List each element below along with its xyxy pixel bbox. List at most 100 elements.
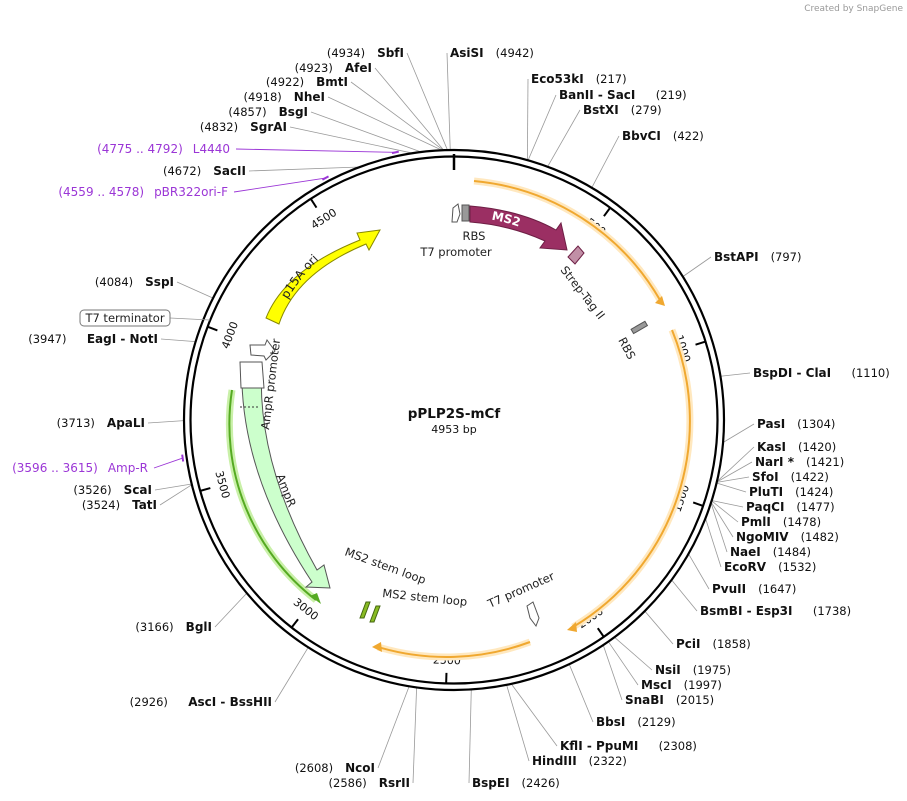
site-pos-ncoi: (2608) <box>295 761 333 775</box>
site-pos-bmti: (4922) <box>266 75 304 89</box>
backbone-outer-circle <box>182 148 726 692</box>
site-name-bsgi: BsgI <box>279 105 308 119</box>
site-name-banii-saci: BanII - SacI <box>559 88 635 102</box>
site-name-pmli: PmlI <box>741 515 771 529</box>
site-bbvci: BbvCI(422) <box>622 129 704 143</box>
site-name-pluti: PluTI <box>749 485 783 499</box>
leader-rsrii <box>412 687 418 784</box>
site-name-kasi: KasI <box>757 440 786 454</box>
site-pos-paqci: (1477) <box>796 500 834 514</box>
site-name-scai: ScaI <box>124 483 152 497</box>
site-sbfi: SbfI(4934) <box>327 46 404 60</box>
site-pos-asci-bsshii: (2926) <box>130 695 168 709</box>
orf-arc-2 <box>572 329 691 628</box>
leader-nari <box>716 461 753 483</box>
site-pos-sgrai: (4832) <box>200 120 238 134</box>
site-name-sfoi: SfoI <box>752 470 779 484</box>
site-pos-naei: (1484) <box>773 545 811 559</box>
site-name-sacii: SacII <box>213 164 246 178</box>
orf-arc-2-arrowhead <box>567 622 577 632</box>
leader-asisi <box>446 52 451 151</box>
rbs-top-label: RBS <box>463 229 486 243</box>
ampr-arc-arrowhead <box>310 593 321 604</box>
primer-pbr322ori-f: pBR322ori-F(4559 .. 4578) <box>58 185 228 199</box>
site-name-bbvci: BbvCI <box>622 129 661 143</box>
site-pos-sbfi: (4934) <box>327 46 365 60</box>
leader-tati <box>159 484 193 506</box>
primer-name-l4440: L4440 <box>193 142 230 156</box>
orf-arc-3-arrowhead <box>372 642 382 652</box>
site-nari: NarI *(1421) <box>755 455 844 469</box>
site-name-ecorv: EcoRV <box>724 560 767 574</box>
rbs-right-box <box>630 320 649 335</box>
t7-promoter-bottom-arrow <box>526 601 540 628</box>
site-name-afei: AfeI <box>345 61 372 75</box>
site-name-bmti: BmtI <box>316 75 348 89</box>
ms2-stem-loop-1-label: MS2 stem loop <box>343 545 428 587</box>
site-pos-afei: (4923) <box>295 61 333 75</box>
site-pos-eco53ki: (217) <box>596 72 627 86</box>
site-bgli: BglI(3166) <box>135 620 212 634</box>
orf-arc-1-arrowhead <box>655 296 665 306</box>
tick-label-4500: 4500 <box>309 206 340 232</box>
site-pos-pasi: (1304) <box>797 417 835 431</box>
leader-msci <box>607 641 639 686</box>
site-name-asisi: AsiSI <box>450 46 484 60</box>
site-pos-pmli: (1478) <box>783 515 821 529</box>
orf-arc-3 <box>377 641 531 658</box>
leader-pasi <box>722 423 755 443</box>
primer-l4440: L4440 (4775 .. 4792) <box>97 142 230 156</box>
site-pos-nhei: (4918) <box>244 90 282 104</box>
site-sfoi: SfoI(1422) <box>752 470 829 484</box>
leader-bsgi <box>310 111 422 153</box>
ampr-promoter-box <box>239 361 265 389</box>
site-nsii: NsiI(1975) <box>655 663 731 677</box>
primer-amp-r: Amp-R (3596 .. 3615) <box>12 461 148 475</box>
site-pos-apali: (3713) <box>57 416 95 430</box>
site-paqci: PaqCI(1477) <box>746 500 835 514</box>
t7-promoter-top-arrow <box>451 203 461 223</box>
leader-bgli <box>214 592 248 628</box>
tick-1500 <box>692 501 704 507</box>
leader-asci-bsshii <box>274 647 309 703</box>
primer-range-l4440: (4775 .. 4792) <box>97 142 183 156</box>
leader-pluti <box>716 482 747 493</box>
tick-4500 <box>309 198 318 209</box>
primer-range-amp-r: (3596 .. 3615) <box>12 461 98 475</box>
site-asisi: AsiSI(4942) <box>450 46 534 60</box>
site-bspdi-clai: BspDI - ClaI(1110) <box>753 366 890 380</box>
leader-naei <box>710 502 728 553</box>
site-name-eagi-noti: EagI - NotI <box>87 332 158 346</box>
site-pos-pcii: (1858) <box>712 637 750 651</box>
site-name-pasi: PasI <box>757 417 785 431</box>
site-name-hindiii: HindIII <box>532 754 577 768</box>
site-pluti: PluTI(1424) <box>749 485 833 499</box>
primer-name-pbr322ori-f: pBR322ori-F <box>154 185 228 199</box>
primer-mark-pbr322ori-f <box>321 175 329 181</box>
site-name-naei: NaeI <box>730 545 761 559</box>
site-pos-rsrii: (2586) <box>329 776 367 790</box>
site-pos-kasi: (1420) <box>798 440 836 454</box>
leader-bbsi <box>568 664 594 723</box>
site-name-eco53ki: Eco53kI <box>531 72 584 86</box>
leader-bmti <box>350 81 444 151</box>
primer-name-amp-r: Amp-R <box>108 461 148 475</box>
site-pos-tati: (3524) <box>82 498 120 512</box>
site-bstapi: BstAPI(797) <box>714 250 802 264</box>
leader-bbvci <box>591 135 620 188</box>
primer-leader-amp-r <box>153 457 183 469</box>
site-eagi-noti: EagI - NotI(3947) <box>28 332 158 346</box>
leader-kfli-ppumi <box>510 683 558 747</box>
credit-text: Created by SnapGene <box>804 4 903 14</box>
site-pcii: PciI(1858) <box>676 637 751 651</box>
site-asci-bsshii: AscI - BssHII(2926) <box>130 695 272 709</box>
site-sacii: SacII(4672) <box>163 164 246 178</box>
leader-sspi <box>176 281 214 299</box>
tick-3000 <box>290 618 299 629</box>
leader-bspei <box>468 689 472 784</box>
rbs-right-label: RBS <box>615 335 638 362</box>
site-naei: NaeI (1484) <box>730 545 811 559</box>
site-apali: ApaLI(3713) <box>57 416 145 430</box>
